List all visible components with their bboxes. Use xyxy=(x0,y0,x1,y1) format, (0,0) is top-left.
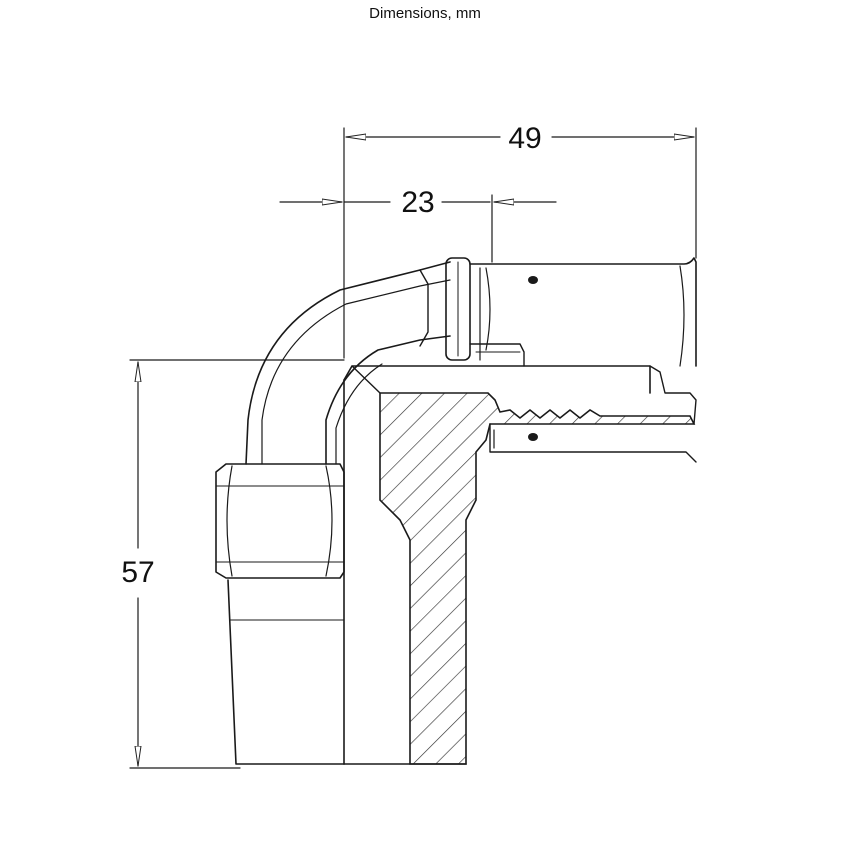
dimension-49: 49 xyxy=(343,122,697,359)
dimension-label-57: 57 xyxy=(121,556,154,589)
fitting-body xyxy=(215,257,697,765)
dimension-57: 57 xyxy=(121,359,345,769)
page-title: Dimensions, mm xyxy=(369,5,481,22)
rivet-icon xyxy=(528,276,538,284)
rivet-icon xyxy=(528,433,538,441)
dimension-23: 23 xyxy=(279,186,557,263)
dimension-label-23: 23 xyxy=(401,186,434,219)
dimension-label-49: 49 xyxy=(508,122,541,155)
